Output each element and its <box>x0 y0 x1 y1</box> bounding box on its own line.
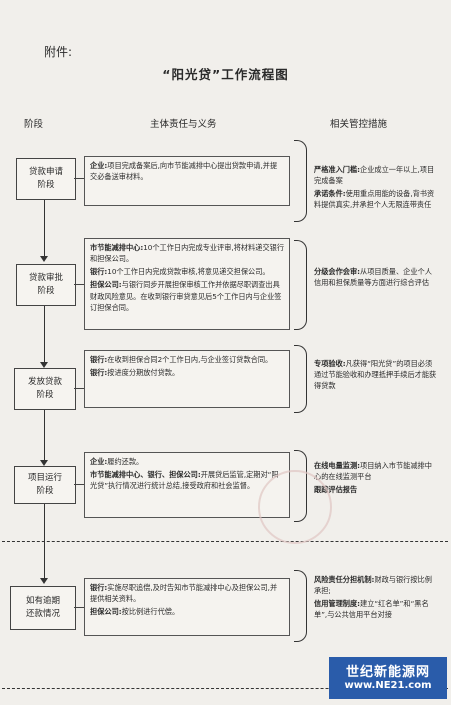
header-duty: 主体责任与义务 <box>150 119 217 130</box>
connector <box>74 484 84 485</box>
control-head: 信用管理制度: <box>314 599 360 609</box>
bracket <box>294 140 307 222</box>
flow-arrow-4 <box>40 578 48 584</box>
control-block-approve: 分级会作会审:从项目质量、企业个人信用和担保质量等方面进行综合评估 <box>314 266 438 290</box>
stage-box-overdue: 如有逾期 还款情况 <box>10 586 76 630</box>
stage-box-approve: 贷款审批 阶段 <box>16 264 76 306</box>
flow-line-3 <box>44 408 45 460</box>
watermark-line1: 世纪新能源网 <box>345 665 430 680</box>
control-text: 从项目质量、企业个人信用和担保质量等方面进行综合评估 <box>314 267 432 288</box>
official-seal <box>258 470 332 544</box>
flow-line-1 <box>44 198 45 256</box>
flow-line-2 <box>44 304 45 362</box>
duty-box-release: 银行:在收到担保合同2个工作日内,与企业签订贷款合同。 银行:按进度分期放付贷款… <box>84 350 290 408</box>
control-text: 凡获得“阳光贷”的项目必须通过节能验收和办理抵押手续后才能获得贷款 <box>314 359 437 391</box>
control-head: 专项验收: <box>314 359 346 368</box>
dashed-divider-bottom <box>2 688 448 689</box>
duty-subject: 市节能减排中心: <box>90 243 144 252</box>
duty-text: 实施尽职追偿,及时告知市节能减排中心及担保公司,并提供相关资料。 <box>90 583 278 604</box>
duty-text: 履约还款。 <box>107 457 144 466</box>
control-text: 财政与银行按比例承担; <box>314 575 432 596</box>
duty-subject: 担保公司: <box>90 607 122 617</box>
control-text: 使用重点用能的设备,背书资料提供真实,并承担个人无限连带责任 <box>314 189 435 210</box>
control-block-operate: 在线电量监测:项目纳入市节能减排中心的在线监测平台 跟踪评估报告 <box>314 460 438 497</box>
flow-arrow-2 <box>40 362 48 368</box>
dashed-divider-top <box>2 541 448 542</box>
duty-box-operate: 企业:履约还款。 市节能减排中心、银行、担保公司:开展贷后监管,定期对“阳光贷”… <box>84 452 290 518</box>
duty-box-overdue: 银行:实施尽职追偿,及时告知市节能减排中心及担保公司,并提供相关资料。 担保公司… <box>84 578 290 636</box>
control-head: 分级会作会审: <box>314 267 360 276</box>
duty-subject: 企业: <box>90 457 108 466</box>
stage-box-operate: 项目运行 阶段 <box>14 466 76 504</box>
stage-box-apply: 贷款申请 阶段 <box>16 158 76 200</box>
stage-label: 阶段 <box>36 390 54 400</box>
control-head: 风险责任分担机制: <box>314 575 375 584</box>
header-control: 相关管控措施 <box>330 119 388 130</box>
duty-box-approve: 市节能减排中心:10个工作日内完成专业评审,将材料递交银行和担保公司。 银行:1… <box>84 238 290 330</box>
control-text: 企业成立一年以上,项目完成备案 <box>314 165 435 186</box>
site-watermark-logo: 世纪新能源网 www.NE21.com <box>329 657 447 699</box>
duty-subject: 市节能减排中心、银行、担保公司: <box>90 470 201 480</box>
connector <box>74 388 84 389</box>
control-block-overdue: 风险责任分担机制:财政与银行按比例承担; 信用管理制度:建立“红名单”和“黑名单… <box>314 574 438 623</box>
stage-label: 阶段 <box>37 286 55 296</box>
stage-label: 贷款申请 <box>28 167 63 178</box>
control-block-apply: 严格准入门槛:企业成立一年以上,项目完成备案 承诺条件:使用重点用能的设备,背书… <box>314 164 438 213</box>
duty-text: 按进度分期放付贷款。 <box>107 368 180 378</box>
duty-subject: 银行: <box>90 355 108 364</box>
duty-subject: 银行: <box>90 583 108 592</box>
bracket <box>294 345 307 413</box>
duty-text: 10个工作日内完成专业评审,将材料递交银行和担保公司。 <box>90 243 285 264</box>
duty-text: 开展贷后监管,定期对“阳光贷”执行情况进行统计总结,接受政府和社会监督。 <box>90 470 279 491</box>
stage-box-release: 发放贷款 阶段 <box>14 368 76 410</box>
stage-label: 阶段 <box>37 180 55 190</box>
flow-arrow-3 <box>40 460 48 466</box>
duty-text: 按比例进行代偿。 <box>121 607 180 617</box>
stage-label: 发放贷款 <box>27 377 62 388</box>
control-block-release: 专项验收:凡获得“阳光贷”的项目必须通过节能验收和办理抵押手续后才能获得贷款 <box>314 358 438 393</box>
stage-label: 贷款审批 <box>28 273 63 284</box>
stage-label: 还款情况 <box>25 609 60 619</box>
duty-box-apply: 企业:项目完成备案后,向市节能减排中心提出贷款申请,并提交必备送审材料。 <box>84 156 290 206</box>
duty-subject: 企业: <box>90 161 108 170</box>
control-head: 严格准入门槛: <box>314 165 360 174</box>
duty-subject: 担保公司: <box>90 280 122 290</box>
connector <box>74 284 84 285</box>
duty-text: 项目完成备案后,向市节能减排中心提出贷款申请,并提交必备送审材料。 <box>90 161 278 182</box>
flow-arrow-1 <box>40 256 48 262</box>
header-stage: 阶段 <box>24 119 44 130</box>
stage-label: 阶段 <box>36 486 54 496</box>
duty-text: 在收到担保合同2个工作日内,与企业签订贷款合同。 <box>107 355 273 364</box>
duty-subject: 银行: <box>90 267 108 277</box>
connector <box>74 178 84 179</box>
control-text: 跟踪评估报告 <box>314 485 358 495</box>
watermark-line2: www.NE21.com <box>344 680 432 691</box>
duty-subject: 银行: <box>90 368 108 378</box>
stage-label: 如有逾期 <box>25 596 60 607</box>
control-text: 项目纳入市节能减排中心的在线监测平台 <box>314 461 432 482</box>
bracket <box>294 570 307 642</box>
attachment-label: 附件: <box>44 45 73 59</box>
control-head: 在线电量监测: <box>314 461 360 470</box>
bracket <box>294 240 307 330</box>
control-text: 建立“红名单”和“黑名单”,与公共信用平台对接 <box>314 599 429 620</box>
document-title: “阳光贷”工作流程图 <box>162 67 289 82</box>
duty-text: 与银行同步开展担保审核工作并依据尽职调查出具财政风险意见。在收到银行审贷意见后5… <box>90 280 282 312</box>
flow-line-4 <box>44 502 45 578</box>
control-head: 承诺条件: <box>314 189 346 199</box>
duty-text: 10个工作日内完成贷款审核,将意见递交担保公司。 <box>107 267 270 277</box>
connector <box>74 607 84 608</box>
stage-label: 项目运行 <box>27 473 62 484</box>
